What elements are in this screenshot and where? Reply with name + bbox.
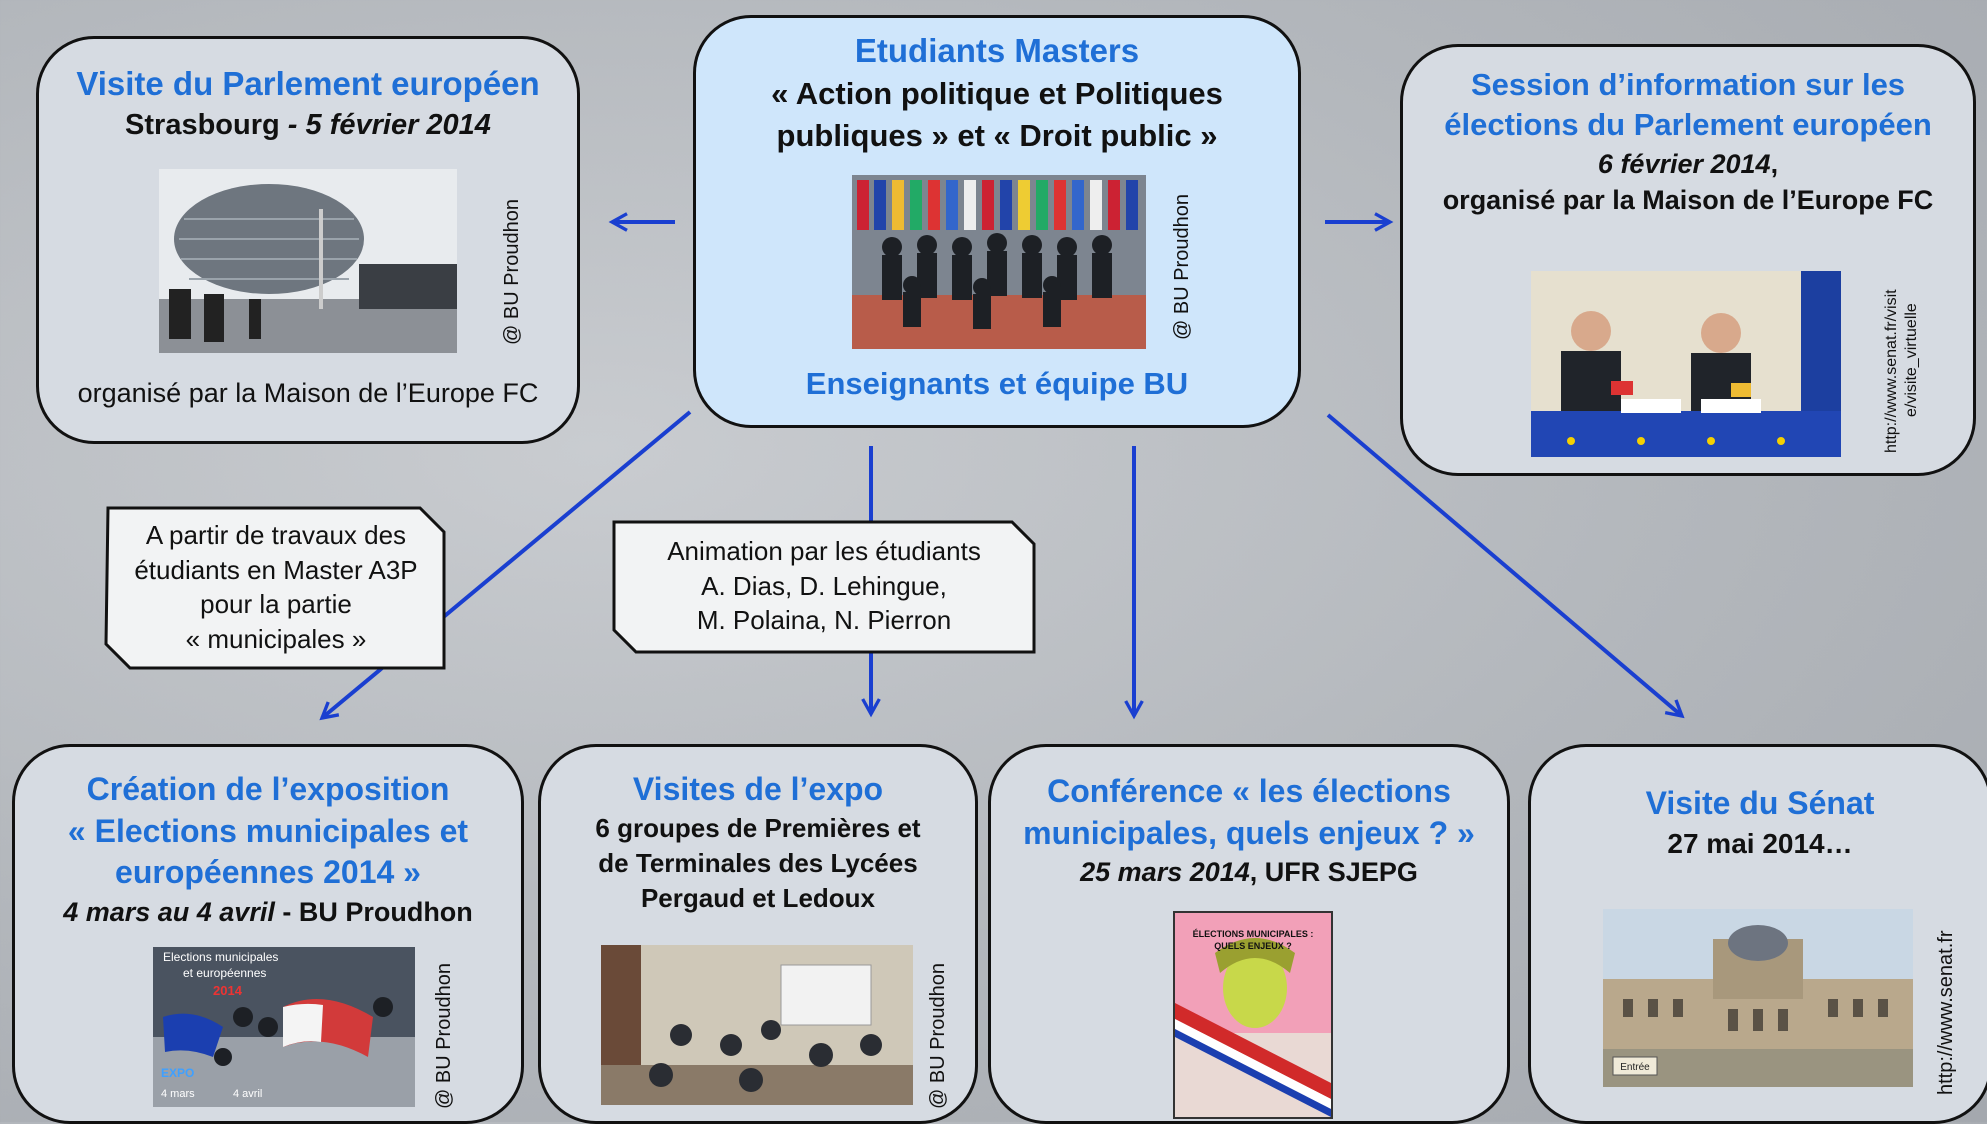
senat-photo: Entrée [1603,909,1913,1087]
creation-poster-text-6: 4 avril [233,1088,262,1100]
senat-credit: http://www.senat.fr [1935,930,1957,1095]
creation-poster-text-5: 4 mars [161,1088,195,1100]
callout-left-shape [104,506,446,670]
center-subtitle-2: publiques » et « Droit public » [776,117,1218,153]
creation-date-line: 4 mars au 4 avril - BU Proudhon [15,894,521,930]
parlement-photo [159,169,457,353]
box-exhibition-visits: Visites de l’expo 6 groupes de Premières… [538,744,978,1124]
conference-poster-title-2: QUELS ENJEUX ? [1214,941,1292,951]
creation-credit: @ BU Proudhon [433,963,455,1109]
conference-poster-image: ÉLECTIONS MUNICIPALES : QUELS ENJEUX ? [1175,913,1331,1117]
callout-left-line-1: A partir de travaux des [145,520,407,550]
group-photo-flags-image [852,175,1146,349]
creation-poster-text-1: Elections municipales [163,950,278,964]
creation-title-2: « Elections municipales et [67,812,469,849]
parlement-date: - 5 février 2014 [279,108,491,141]
visites-credit: @ BU Proudhon [927,963,949,1109]
parliament-building-image [159,169,457,353]
conference-title-2: municipales, quels enjeux ? » [1023,814,1475,851]
callout-left-line-3: pour la partie [200,589,352,620]
visites-line-1: 6 groupes de Premières et [595,812,921,843]
creation-date: 4 mars au 4 avril [63,896,275,927]
conference-date-line: 25 mars 2014, UFR SJEPG [991,854,1507,890]
session-credit-2: e/visite_virtuelle [1903,303,1920,417]
center-title: Etudiants Masters [854,32,1140,69]
parlement-credit: @ BU Proudhon [501,199,523,345]
box-parlement-visit: Visite du Parlement européen Strasbourg … [36,36,580,444]
center-subtitle-1: « Action politique et Politiques [771,75,1223,111]
callout-middle-text: Animation par les étudiants A. Dias, D. … [614,534,1034,638]
center-credit: @ BU Proudhon [1171,194,1193,340]
callout-left-line-4: « municipales » [185,623,367,654]
senat-palace-image: Entrée [1603,909,1913,1087]
session-organizer: organisé par la Maison de l’Europe FC [1442,185,1934,216]
callout-middle-shape [612,520,1036,654]
parlement-organizer: organisé par la Maison de l’Europe FC [77,378,539,408]
conference-poster-title-1: ÉLECTIONS MUNICIPALES : [1193,929,1314,939]
box-exhibition-creation: Création de l’exposition « Elections mun… [12,744,524,1124]
parlement-city: Strasbourg [125,108,280,141]
classroom-image [601,945,913,1105]
creation-poster-text-4: EXPO [161,1066,194,1080]
exhibition-poster-image: Elections municipales et européennes 201… [153,947,415,1107]
creation-title-1: Création de l’exposition [86,771,450,807]
box-session-information: Session d’information sur les élections … [1400,44,1976,476]
senat-photo-caption: Entrée [1620,1062,1650,1073]
creation-poster-text-2: et européennes [183,966,266,980]
callout-middle-line-2: A. Dias, D. Lehingue, [701,570,947,601]
creation-title-3: européennes 2014 » [115,854,421,891]
arrow-to-senat [1326,413,1682,716]
conference-poster: ÉLECTIONS MUNICIPALES : QUELS ENJEUX ? [1173,911,1333,1119]
box-senat-visit: Visite du Sénat 27 mai 2014… Entrée http… [1528,744,1987,1124]
panel-table-image [1531,271,1841,457]
conference-place: , UFR SJEPG [1249,857,1418,888]
center-photo [852,175,1146,349]
session-photo [1531,271,1841,457]
session-credit-1: http://www.senat.fr/visit [1883,289,1900,453]
box-center-students: Etudiants Masters « Action politique et … [693,15,1301,428]
session-date-line: 6 février 2014, [1403,146,1973,182]
parlement-date-line: Strasbourg - 5 février 2014 [39,106,577,145]
box-conference: Conférence « les élections municipales, … [988,744,1510,1124]
creation-place: - BU Proudhon [274,896,473,927]
parlement-title: Visite du Parlement européen [76,65,540,102]
session-date: 6 février 2014 [1597,148,1771,179]
session-date-suffix: , [1770,148,1779,179]
visites-title: Visites de l’expo [632,771,884,807]
session-title-1: Session d’information sur les [1470,67,1906,102]
callout-middle-line-1: Animation par les étudiants [667,536,981,566]
senat-title: Visite du Sénat [1645,785,1875,821]
visites-line-3: Pergaud et Ledoux [640,882,876,913]
conference-title-1: Conférence « les élections [1047,773,1451,809]
callout-left-text: A partir de travaux des étudiants en Mas… [108,518,444,656]
visites-photo [601,945,913,1105]
senat-date: 27 mai 2014… [1667,827,1853,859]
center-footer: Enseignants et équipe BU [805,366,1189,401]
callout-left-line-2: étudiants en Master A3P [134,554,418,585]
visites-line-2: de Terminales des Lycées [598,847,918,878]
creation-photo: Elections municipales et européennes 201… [153,947,415,1107]
session-title-2: élections du Parlement européen [1444,107,1932,143]
creation-poster-text-3: 2014 [213,983,243,998]
callout-middle-line-3: M. Polaina, N. Pierron [696,605,952,636]
conference-date: 25 mars 2014 [1080,857,1250,888]
